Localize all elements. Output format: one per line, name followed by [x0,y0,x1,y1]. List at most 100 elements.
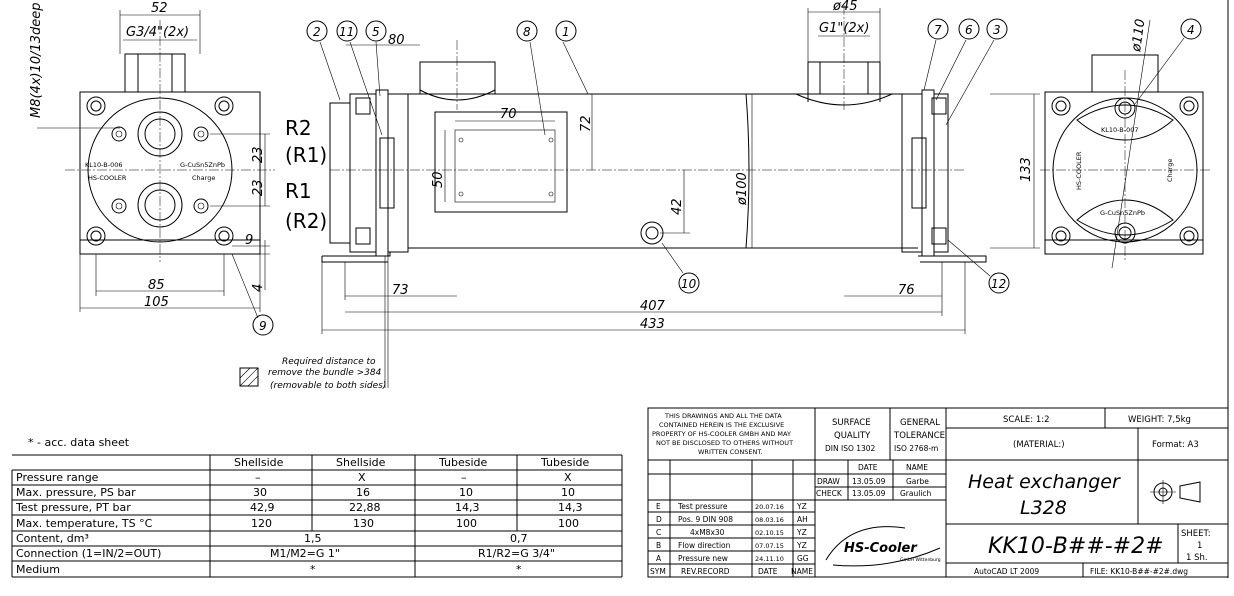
balloon-5 [365,20,387,42]
rev-sym: C [656,528,661,537]
dim-g34: G3/4"(2x) [126,25,189,40]
row-label: Max. pressure, PS bar [16,486,136,499]
dim-80: 80 [388,33,405,48]
cell: 100 [456,517,477,530]
dim-52: 52 [151,1,168,16]
property-note-1: THIS DRAWINGS AND ALL THE DATA [664,412,782,420]
cell: R1/R2=G 3/4" [478,547,555,560]
balloon-6 [958,18,980,40]
balloon-3-label: 3 [993,23,1001,37]
rev-record: Flow direction [678,541,731,550]
company-logo: HS-Cooler GmbH Wittenburg [825,526,941,567]
material: (MATERIAL:) [1013,440,1065,450]
rev-name: GG [797,554,809,563]
cell: X [564,471,572,484]
row-pressure-range: Pressure range – X – X [16,471,572,484]
main-side-view: R2 (R1) R1 (R2) [285,0,1040,388]
left-flange-outline [79,91,261,255]
cell: 10 [459,486,473,499]
projection-symbol [1150,480,1201,504]
dim-433: 433 [640,317,665,332]
nameplate [434,111,568,213]
dim-phi110: ø110 [1129,18,1149,54]
row-label: Test pressure, PT bar [15,501,131,514]
dim-g1: G1"(2x) [819,21,869,36]
cell: 1,5 [304,532,322,545]
rev-date: 02.10.15 [755,529,784,537]
balloon-4-label: 4 [1187,23,1195,37]
format: Format: A3 [1152,440,1199,450]
rev-sym: D [656,515,662,524]
hdr-shellside-2: Shellside [336,456,386,469]
rev-sym: E [656,502,661,511]
balloon-10 [678,272,700,294]
cell: * [516,563,522,576]
left-plate-brand: HS-COOLER [88,174,127,182]
port-r1: R1 [285,179,312,203]
row-content: Content, dm³ 1,5 0,7 [16,532,528,545]
logo-text: HS-Cooler [844,541,918,556]
cell: 130 [353,517,374,530]
rev-sym: A [656,554,662,563]
logo-subtext: GmbH Wittenburg [900,557,941,563]
rev-date: 24.11.10 [755,555,784,563]
rev-name: YZ [796,502,807,511]
balloon-6-label: 6 [965,23,973,37]
surface-2: QUALITY [834,431,871,441]
balloon-10-label: 10 [681,277,697,291]
balloon-2 [306,20,328,42]
rev-name: YZ [796,528,807,537]
cell: 14,3 [455,501,480,514]
cell: * [310,563,316,576]
bundle-note-3: (removable to both sides) [270,381,386,391]
bundle-note-2: remove the bundle >384 [268,368,382,378]
dim-4: 4 [251,284,266,292]
left-cover [329,102,351,244]
dim-133: 133 [1019,157,1034,182]
balloon-5-label: 5 [372,25,380,39]
cell: 16 [356,486,370,499]
rev-header-date: DATE [758,567,778,576]
cell: – [255,471,261,484]
title-line-1: Heat exchanger [968,471,1121,493]
dim-85: 85 [148,278,165,293]
balloon-12-label: 12 [991,277,1006,291]
right-plate-brand: HS-COOLER [1075,151,1083,190]
property-note-2: CONTAINED HEREIN IS THE EXCLUSIVE [659,421,784,429]
left-end-view: KL10-B-006 HS-COOLER G-CuSn5ZnPb Charge … [29,1,275,336]
hdr-tubeside-1: Tubeside [438,456,488,469]
rev-sym: B [656,541,661,550]
property-note-4: NOT BE DISCLOSED TO OTHERS WITHOUT [656,439,793,447]
balloon-1 [555,20,577,42]
balloon-1-label: 1 [562,25,570,39]
dim-70: 70 [500,107,517,122]
cell: 42,9 [250,501,275,514]
cell: 10 [561,486,575,499]
draw-label: DRAW [817,477,840,486]
dim-23b: 23 [251,179,266,196]
balloon-8-label: 8 [523,25,531,39]
balloon-7 [927,18,949,40]
rev-date: 20.07.16 [755,503,784,511]
rev-record: Pos. 9 DIN 908 [678,515,733,524]
rev-date: 08.03.16 [755,516,784,524]
revision-b: B Flow direction 07.07.15 YZ [656,541,807,550]
sheet-total: 1 Sh. [1186,553,1208,563]
rev-record: Test pressure [677,502,728,511]
cell: X [358,471,366,484]
property-note-5: WRITTEN CONSENT. [698,448,763,456]
draw-date: 13.05.09 [852,477,886,486]
name-header: NAME [906,463,928,472]
row-max-temperature: Max. temperature, TS °C 120 130 100 100 [16,517,579,530]
tolerance-3: ISO 2768-m [894,444,938,453]
cell: 22,88 [349,501,381,514]
dim-76: 76 [898,283,915,298]
rev-record: Pressure new [678,554,728,563]
left-plate-charge: Charge [192,174,215,182]
dim-407: 407 [640,299,666,314]
sheet-label: SHEET: [1181,529,1211,539]
hdr-tubeside-2: Tubeside [540,456,590,469]
check-name: Graulich [900,489,932,498]
tolerance-2: TOLERANCE [893,431,945,441]
row-label: Connection (1=IN/2=OUT) [16,547,161,560]
